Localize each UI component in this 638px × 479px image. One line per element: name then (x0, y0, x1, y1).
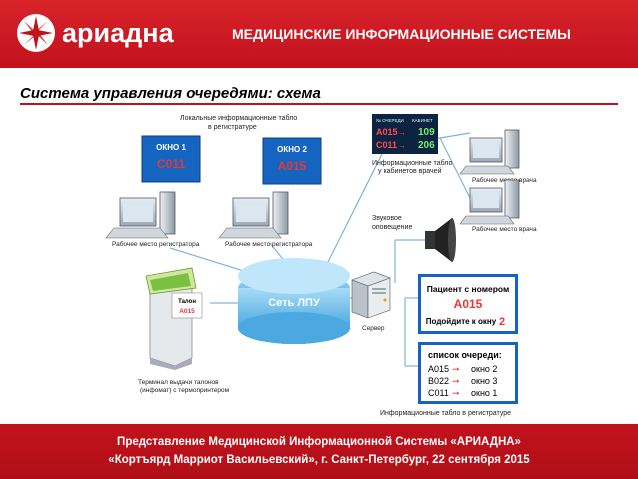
ticket-terminal (145, 267, 197, 370)
doctor-workstation-1 (459, 129, 520, 175)
server-icon (351, 271, 391, 319)
terminal-ticket: Талон A015 (171, 292, 203, 319)
registrar-ws-2-caption: Рабочее место регистратора (225, 240, 313, 248)
window-1-label: ОКНО 1 (156, 143, 186, 152)
queue-row-1-window: окно 2 (471, 364, 497, 374)
queue-row-3-window: окно 1 (471, 388, 497, 398)
network-links (169, 132, 471, 367)
speaker-icon (425, 218, 456, 262)
cabinet-col2: КАБИНЕТ (412, 118, 433, 123)
svg-text:➞: ➞ (452, 388, 460, 398)
registrar-ws-1-caption: Рабочее место регистратора (112, 240, 200, 248)
queue-system-diagram: Локальные информационные табло в регистр… (105, 114, 537, 417)
registrar-workstation-2 (218, 191, 289, 239)
window-2-board: ОКНО 2 A015 (262, 137, 322, 185)
window-1-board: ОКНО 1 C011 (141, 135, 201, 183)
cabinet-row1-room: 109 (418, 127, 435, 138)
sound-caption-1: Звуковое (372, 215, 402, 222)
queue-row-2-window: окно 3 (471, 376, 497, 386)
info-boards-caption: Информационные табло в регистратуре (380, 409, 511, 417)
cabinet-caption-2: у кабинетов врачей (378, 167, 442, 175)
server-label: Сервер (362, 325, 385, 332)
svg-text:➞: ➞ (452, 364, 460, 374)
call-board: Пациент с номером A015 Подойдите к окну … (418, 274, 518, 334)
local-boards-caption-1: Локальные информационные табло (180, 114, 297, 122)
local-boards-caption-2: в регистратуре (208, 124, 257, 131)
window-1-ticket: C011 (157, 157, 185, 171)
header-title: МЕДИЦИНСКИЕ ИНФОРМАЦИОННЫЕ СИСТЕМЫ (232, 26, 571, 42)
title-underline (20, 103, 618, 105)
ariadna-logo: ариадна (17, 14, 175, 52)
header-bar: ариадна МЕДИЦИНСКИЕ ИНФОРМАЦИОННЫЕ СИСТЕ… (0, 0, 638, 68)
cabinet-row1-ticket: A015 (376, 127, 398, 137)
svg-text:➞: ➞ (452, 376, 460, 386)
cabinet-row2-room: 206 (418, 140, 435, 151)
window-2-ticket: A015 (278, 159, 307, 173)
footer-line-2: «Кортъярд Марриот Васильевский», г. Санк… (108, 454, 530, 466)
doctor-ws-2-caption: Рабочее место врача (472, 225, 537, 233)
sound-caption-2: оповещение (372, 224, 412, 231)
queue-row-3-ticket: C011 (428, 388, 449, 398)
queue-row-2-ticket: B022 (428, 376, 449, 386)
doctor-workstation-2 (459, 179, 520, 225)
terminal-ticket-number: A015 (179, 308, 195, 315)
page-title: Система управления очередями: схема (20, 85, 321, 102)
footer-bar: Представление Медицинской Информационной… (0, 424, 638, 479)
network-cylinder: Сеть ЛПУ (238, 258, 350, 344)
svg-text:ариадна: ариадна (62, 18, 175, 48)
doctor-ws-1-caption: Рабочее место врача (472, 176, 537, 184)
footer-line-1: Представление Медицинской Информационной… (117, 436, 521, 448)
queue-board-title: список очереди: (428, 350, 502, 360)
call-board-line1: Пациент с номером (427, 284, 510, 294)
svg-text:→: → (398, 128, 406, 137)
cabinet-row2-ticket: C011 (376, 140, 397, 150)
network-label: Сеть ЛПУ (268, 297, 320, 309)
cabinet-col1: № ОЧЕРЕДИ (376, 118, 404, 123)
queue-row-1-ticket: A015 (428, 364, 449, 374)
cabinet-caption-1: Информационные табло (372, 159, 452, 167)
terminal-caption-1: Терминал выдачи талонов (138, 379, 219, 386)
svg-text:→: → (398, 141, 406, 150)
call-board-window: 2 (499, 316, 505, 328)
terminal-ticket-title: Талон (178, 299, 196, 305)
queue-board: список очереди: A015 ➞ окно 2 B022 ➞ окн… (418, 342, 518, 404)
call-board-line3: Подойдите к окну (426, 317, 497, 326)
terminal-caption-2: (инфомат) с термопринтером (140, 387, 230, 394)
window-2-label: ОКНО 2 (277, 145, 307, 154)
cabinet-board: № ОЧЕРЕДИ КАБИНЕТ A015 → 109 C011 → 206 (372, 114, 438, 154)
registrar-workstation-1 (105, 191, 176, 239)
call-board-ticket: A015 (454, 297, 483, 311)
